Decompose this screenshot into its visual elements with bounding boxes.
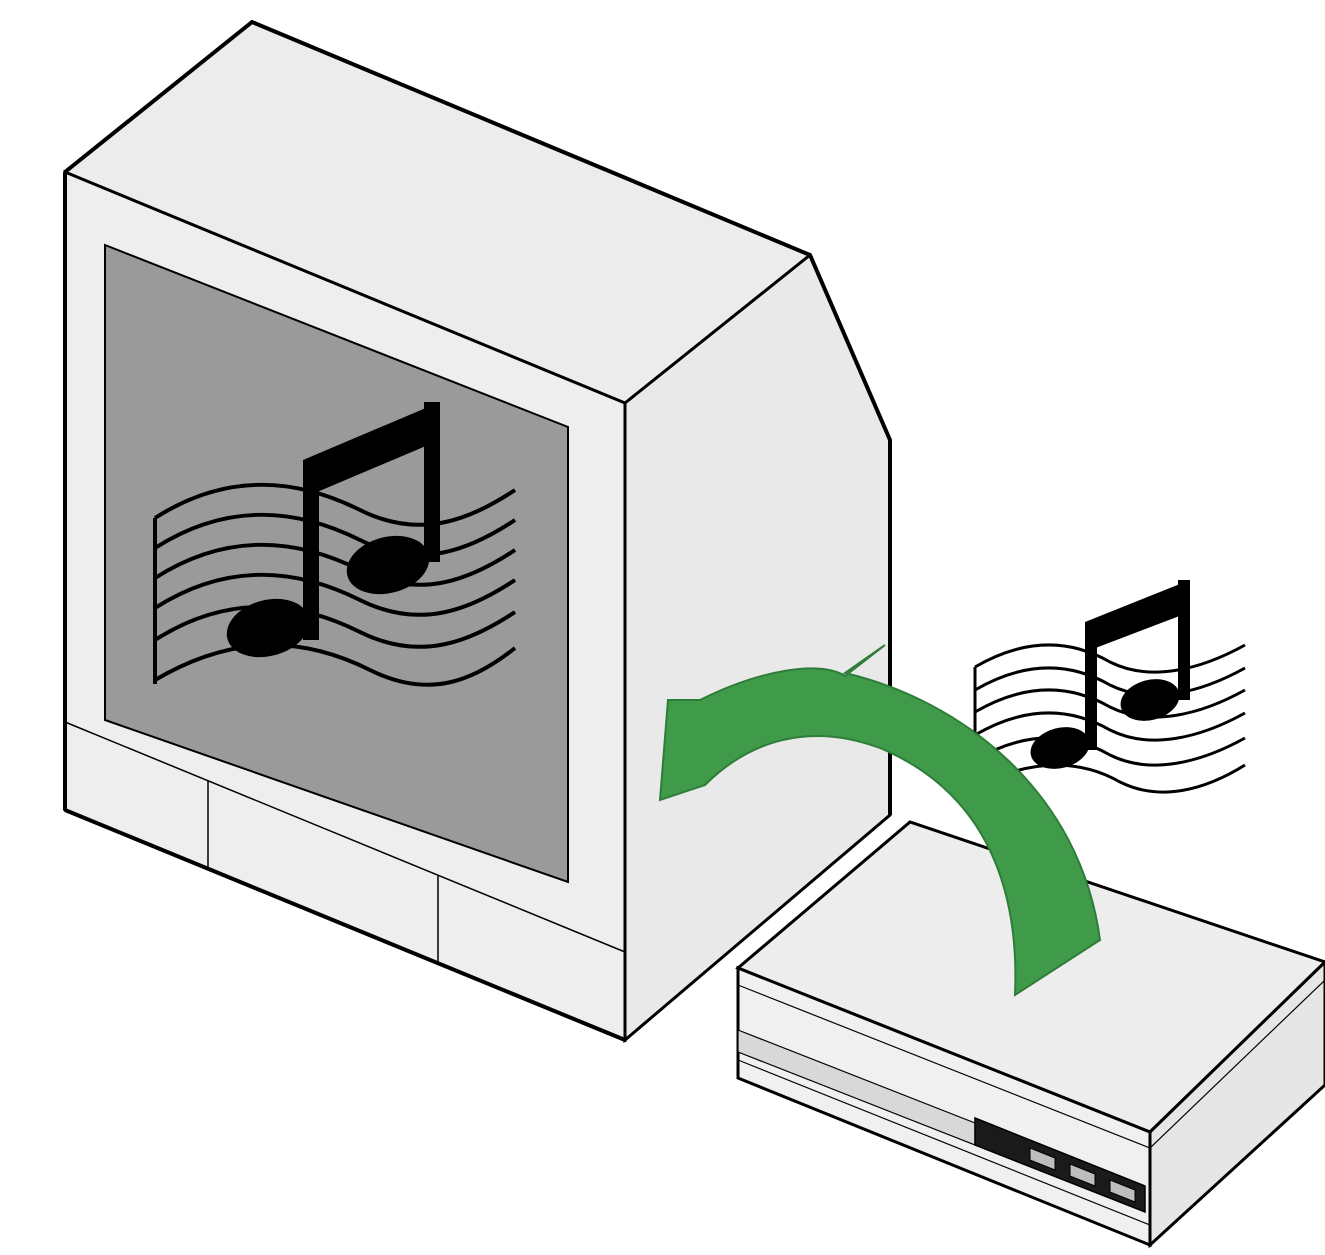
player-music-icon — [975, 580, 1245, 792]
